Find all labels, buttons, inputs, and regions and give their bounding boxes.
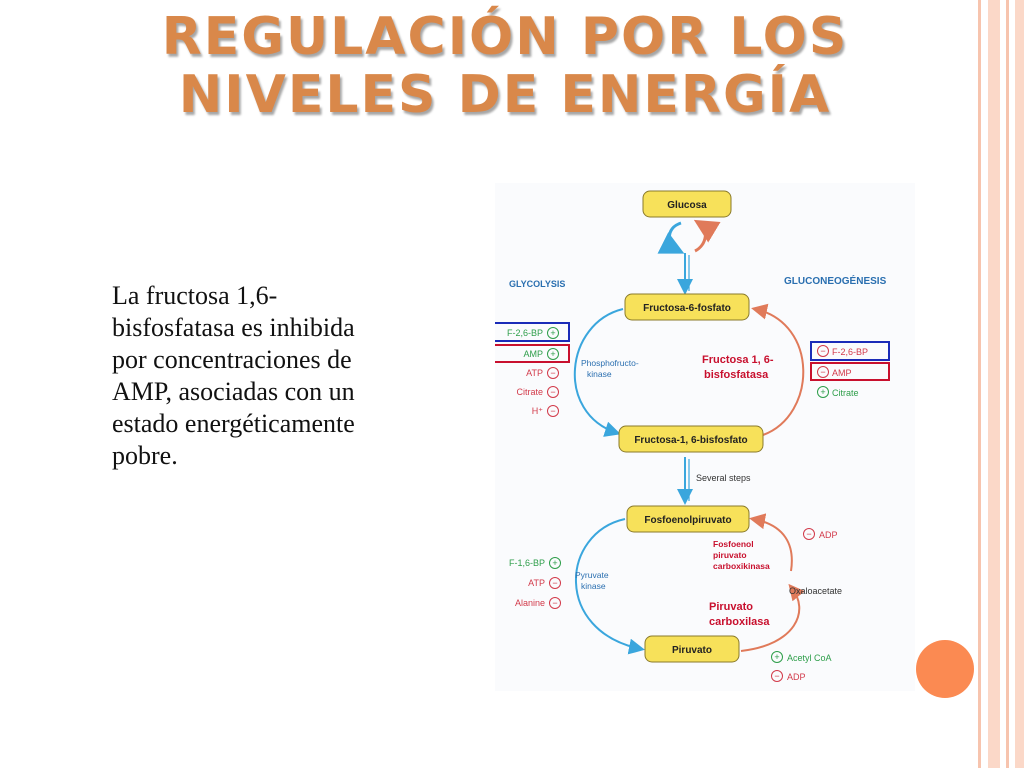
- reg-pfk-4-name: H⁺: [532, 406, 543, 416]
- arrow-pepck: [749, 513, 793, 572]
- reg-pfk-2-sign: −: [550, 368, 555, 378]
- fbpase-regulators: − F-2,6-BP − AMP + Citrate: [810, 341, 890, 398]
- node-f16bp-label: Fructosa-1, 6-bisfosfato: [634, 435, 747, 446]
- slide-title-line-1: REGULACIÓN POR LOS: [161, 7, 849, 67]
- reg-pk-1-sign: −: [552, 578, 557, 588]
- reg-pk-2-name: Alanine: [515, 598, 545, 608]
- reg-fbp-2-name: Citrate: [832, 388, 859, 398]
- reg-fbp-1-name: AMP: [832, 368, 852, 378]
- reg-pfk-0-sign-icon: [547, 327, 559, 339]
- highlight-box-amp-right: [810, 362, 890, 381]
- label-pepck-3: carboxikinasa: [713, 561, 770, 571]
- arrow-fbpase: [751, 303, 805, 436]
- node-piruvato: [644, 635, 740, 663]
- node-f16bp: [618, 425, 764, 453]
- reg-pk-2-sign: −: [552, 598, 557, 608]
- node-piruvato-label: Piruvato: [672, 645, 712, 656]
- reg-pc-1-sign: −: [774, 671, 779, 681]
- reg-pk-1-name: ATP: [528, 578, 545, 588]
- node-glucosa: [642, 190, 732, 218]
- reg-pfk-0-name: F-2,6-BP: [507, 328, 543, 338]
- reg-fbp-1-sign-icon: [817, 366, 829, 378]
- arrow-pk: [575, 518, 645, 655]
- reg-pfk-4-sign: −: [550, 406, 555, 416]
- reg-pfk-3-sign: −: [550, 387, 555, 397]
- label-pk-1: Pyruvate: [575, 570, 609, 580]
- node-f6p: [624, 293, 750, 321]
- reg-pfk-2-name: ATP: [526, 368, 543, 378]
- reg-pc-0-sign: +: [774, 652, 779, 662]
- reg-pc-1-sign-icon: [771, 670, 783, 682]
- reg-pfk-0-sign: +: [550, 328, 555, 338]
- label-pk-2: kinase: [581, 581, 606, 591]
- node-pep-label: Fosfoenolpiruvato: [644, 515, 731, 526]
- reg-pepck-0-name: ADP: [819, 530, 838, 540]
- reg-fbp-1-sign: −: [820, 367, 825, 377]
- reg-pfk-1-name: AMP: [523, 349, 543, 359]
- node-glucosa-label: Glucosa: [667, 200, 707, 211]
- node-pep: [626, 505, 750, 533]
- pfk-regulators: F-2,6-BP + AMP + ATP − Citrate − H⁺ −: [488, 322, 570, 417]
- reg-fbp-0-name: F-2,6-BP: [832, 347, 868, 357]
- reg-pc-0-name: Acetyl CoA: [787, 653, 832, 663]
- reg-pk-0-sign-icon: [549, 557, 561, 569]
- highlight-box-f26bp-right: [810, 341, 890, 361]
- frame-stripe-4: [1015, 0, 1024, 768]
- label-pepck-2: piruvato: [713, 550, 747, 560]
- reg-pfk-3-name: Citrate: [516, 387, 543, 397]
- arrow-pc: [740, 583, 805, 652]
- reg-fbp-2-sign-icon: [817, 386, 829, 398]
- arrow-pfk: [573, 308, 624, 437]
- glucose-loop-red: [693, 219, 721, 253]
- pc-regulators: + Acetyl CoA − ADP: [771, 651, 832, 682]
- reg-pfk-1-sign-icon: [547, 348, 559, 360]
- label-pfk-1: Phosphofructo-: [581, 358, 639, 368]
- reg-pk-1-sign-icon: [549, 577, 561, 589]
- reg-pk-2-sign-icon: [549, 597, 561, 609]
- label-pc-1: Piruvato: [709, 601, 753, 613]
- label-pfk-2: kinase: [587, 369, 612, 379]
- reg-pk-0-sign: +: [552, 558, 557, 568]
- label-oxaloacetate: Oxaloacetate: [789, 586, 842, 596]
- slide-body-text: La fructosa 1,6-bisfosfatasa es inhibida…: [112, 281, 355, 470]
- reg-pfk-2-sign-icon: [547, 367, 559, 379]
- reg-pepck-0-sign-icon: [803, 528, 815, 540]
- reg-pc-1-name: ADP: [787, 672, 806, 682]
- reg-fbp-2-sign: +: [820, 387, 825, 397]
- label-pepck-1: Fosfoenol: [713, 539, 754, 549]
- reg-pk-0-name: F-1,6-BP: [509, 558, 545, 568]
- slide-title-line-2: NIVELES DE ENERGÍA: [178, 65, 832, 125]
- node-f6p-label: Fructosa-6-fosfato: [643, 303, 731, 314]
- pk-regulators: F-1,6-BP + ATP − Alanine −: [509, 557, 561, 609]
- label-several-steps: Several steps: [696, 473, 751, 483]
- reg-pfk-4-sign-icon: [547, 405, 559, 417]
- label-fbpase-2: bisfosfatasa: [704, 369, 769, 381]
- decorative-circle: [916, 640, 974, 698]
- frame-stripe-1: [978, 0, 981, 768]
- label-fbpase-1: Fructosa 1, 6-: [702, 354, 774, 366]
- label-pc-2: carboxilasa: [709, 616, 770, 628]
- label-gluconeogenesis: GLUCONEOGÉNESIS: [784, 274, 887, 287]
- reg-pfk-3-sign-icon: [547, 386, 559, 398]
- glucose-loop-blue: [657, 221, 685, 254]
- reg-fbp-0-sign-icon: [817, 345, 829, 357]
- metabolic-diagram: Glucosa GLYCOLYSIS GLUCONEOGÉNESIS Fruct…: [488, 183, 915, 691]
- pepck-regulators: − ADP: [803, 528, 838, 540]
- reg-fbp-0-sign: −: [820, 346, 825, 356]
- slide-title: REGULACIÓN POR LOS NIVELES DE ENERGÍA: [0, 8, 1010, 124]
- reg-pc-0-sign-icon: [771, 651, 783, 663]
- label-glycolysis: GLYCOLYSIS: [509, 279, 565, 289]
- reg-pfk-1-sign: +: [550, 349, 555, 359]
- frame-stripe-3: [1006, 0, 1009, 768]
- frame-stripe-2: [988, 0, 1000, 768]
- reg-pepck-0-sign: −: [806, 529, 811, 539]
